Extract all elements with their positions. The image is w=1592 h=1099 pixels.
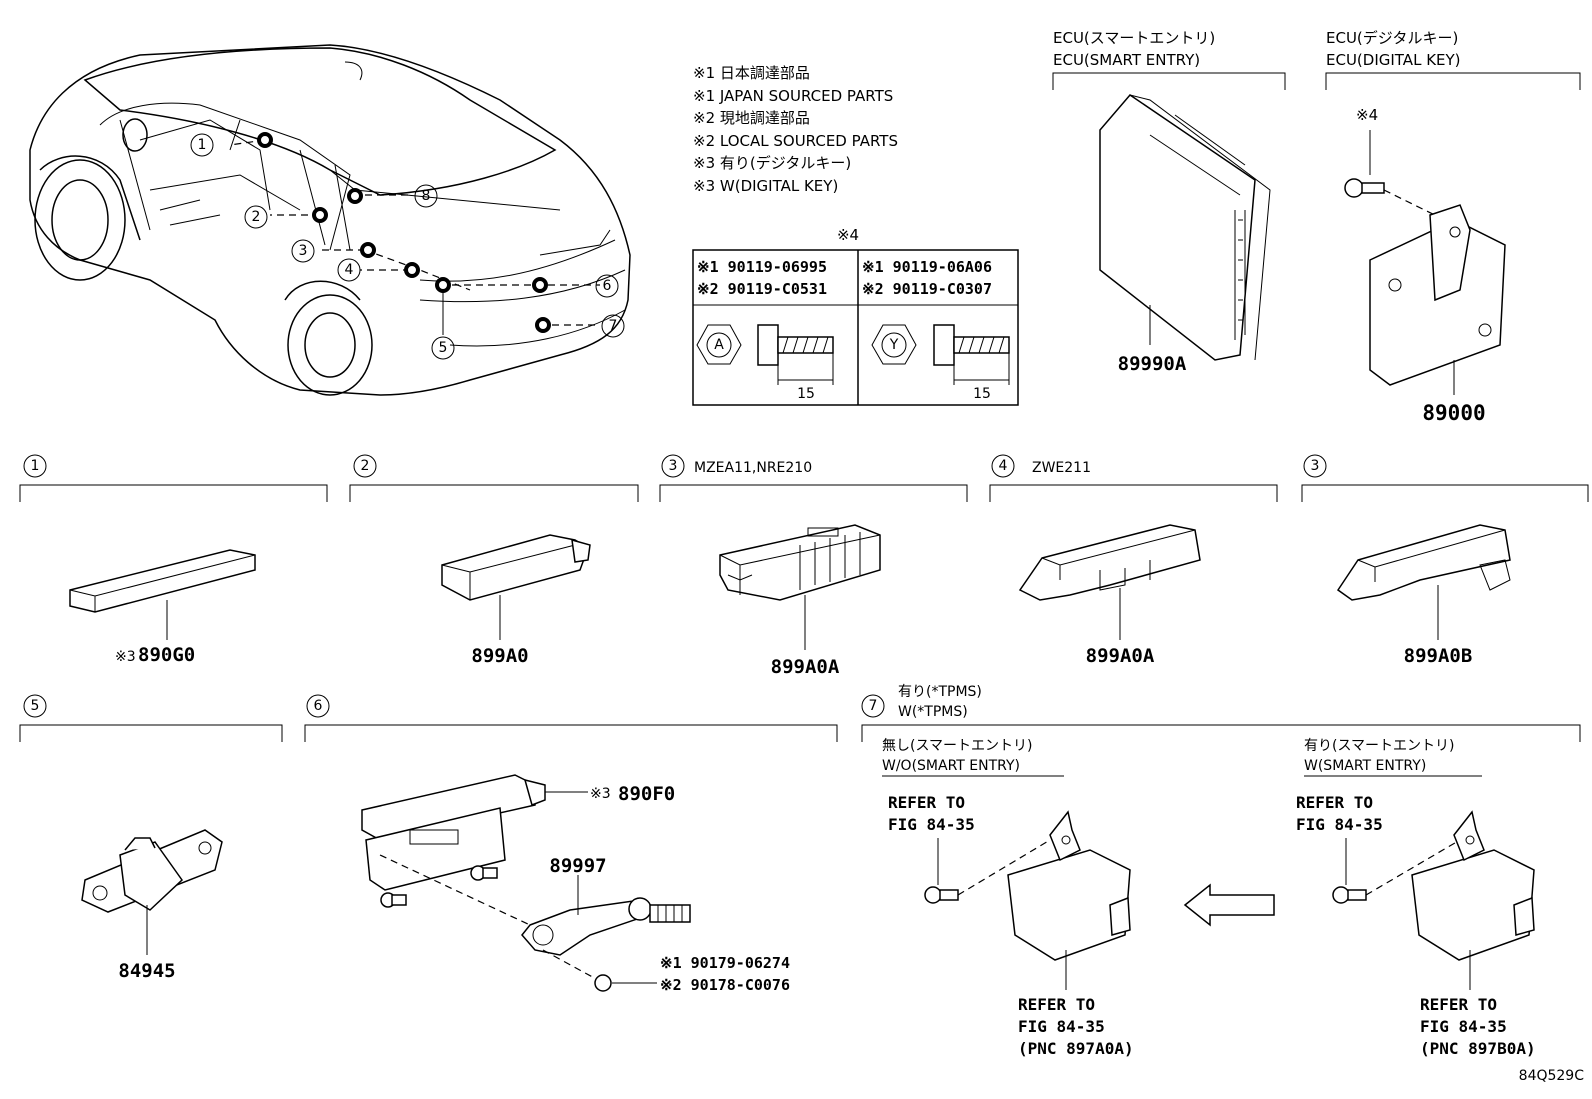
svg-text:REFER TO: REFER TO (1296, 793, 1373, 812)
part-number: 89000 (1422, 401, 1485, 425)
car-illustration: 1 2 3 4 5 6 7 8 (29, 44, 631, 396)
svg-text:FIG 84-35: FIG 84-35 (1018, 1017, 1105, 1036)
note-line: ※2 LOCAL SOURCED PARTS (693, 132, 898, 150)
section-7-tpms: 7 有り(*TPMS) W(*TPMS) 無し(スマートエントリ) W/O(SM… (861, 684, 1581, 1058)
svg-text:4: 4 (999, 458, 1008, 474)
arrow-left-icon (1183, 883, 1275, 927)
part-number: 899A0 (471, 645, 528, 667)
svg-text:FIG 84-35: FIG 84-35 (1420, 1017, 1507, 1036)
svg-text:A: A (714, 337, 724, 353)
row2-section-2: 2 899A0 (349, 454, 639, 667)
svg-text:※3: ※3 (115, 649, 136, 665)
row2-section-5: 3 899A0B (1301, 454, 1589, 667)
svg-text:※2 90178-C0076: ※2 90178-C0076 (660, 976, 790, 994)
svg-text:2: 2 (252, 209, 261, 225)
section-6-bracket: 6 ※3 890F0 89997 ※1 90179-06274 ※2 90178… (304, 694, 838, 994)
svg-text:※2 90119-C0307: ※2 90119-C0307 (862, 280, 992, 298)
svg-text:REFER TO: REFER TO (1420, 995, 1497, 1014)
svg-text:無し(スマートエントリ): 無し(スマートエントリ) (882, 738, 1033, 754)
note-line: ※3 有り(デジタルキー) (693, 154, 851, 172)
callout-1: 1 (190, 133, 214, 157)
svg-text:ZWE211: ZWE211 (1032, 460, 1091, 476)
svg-text:※1 90119-06A06: ※1 90119-06A06 (862, 258, 992, 276)
svg-text:ECU(DIGITAL KEY): ECU(DIGITAL KEY) (1326, 51, 1461, 69)
svg-text:※2 90119-C0531: ※2 90119-C0531 (697, 280, 827, 298)
svg-text:1: 1 (31, 458, 40, 474)
svg-text:W(*TPMS): W(*TPMS) (898, 704, 968, 720)
figure-code: 84Q529C (1519, 1068, 1585, 1084)
svg-text:6: 6 (314, 698, 323, 714)
svg-text:5: 5 (31, 698, 40, 714)
svg-text:REFER TO: REFER TO (1018, 995, 1095, 1014)
svg-text:ECU(デジタルキー): ECU(デジタルキー) (1326, 29, 1458, 47)
legend-notes: ※1 日本調達部品 ※1 JAPAN SOURCED PARTS ※2 現地調達… (693, 64, 898, 195)
svg-text:※1 90179-06274: ※1 90179-06274 (660, 954, 790, 972)
callout-8: 8 (414, 184, 438, 208)
svg-text:FIG 84-35: FIG 84-35 (888, 815, 975, 834)
svg-text:有り(*TPMS): 有り(*TPMS) (898, 684, 982, 700)
note-line: ※1 JAPAN SOURCED PARTS (693, 87, 893, 105)
bolt-table: ※4 ※1 90119-06995 ※2 90119-C0531 ※1 9011… (692, 226, 1019, 406)
svg-text:7: 7 (869, 698, 878, 714)
part-number: 899A0B (1404, 645, 1473, 667)
ecu-smart-entry: ECU(スマートエントリ) ECU(SMART ENTRY) 89990A (1052, 29, 1286, 375)
svg-text:ECU(スマートエントリ): ECU(スマートエントリ) (1053, 29, 1215, 47)
part-number: 899A0A (771, 656, 840, 678)
part-number: 89990A (1118, 353, 1187, 375)
section-5-camera: 5 84945 (19, 694, 283, 982)
callout-6: 6 (595, 274, 619, 298)
row2-section-1: 1 ※3 890G0 (19, 454, 328, 666)
part-number: 84945 (118, 960, 175, 982)
row2-section-3: 3 MZEA11,NRE210 899A0A (659, 454, 968, 678)
svg-text:MZEA11,NRE210: MZEA11,NRE210 (694, 460, 812, 476)
svg-text:W(SMART ENTRY): W(SMART ENTRY) (1304, 758, 1426, 774)
svg-text:4: 4 (345, 262, 354, 278)
svg-text:FIG 84-35: FIG 84-35 (1296, 815, 1383, 834)
ecu-digital-key: ECU(デジタルキー) ECU(DIGITAL KEY) ※4 89000 (1325, 29, 1581, 425)
callout-4: 4 (337, 258, 361, 282)
svg-text:15: 15 (973, 386, 991, 402)
svg-text:3: 3 (1311, 458, 1320, 474)
svg-text:15: 15 (797, 386, 815, 402)
svg-text:W/O(SMART ENTRY): W/O(SMART ENTRY) (882, 758, 1020, 774)
svg-text:5: 5 (439, 340, 448, 356)
svg-text:ECU(SMART ENTRY): ECU(SMART ENTRY) (1053, 51, 1200, 69)
svg-text:※3: ※3 (590, 786, 611, 802)
part-number: 890G0 (138, 644, 195, 666)
callout-5: 5 (431, 336, 455, 360)
note-line: ※3 W(DIGITAL KEY) (693, 177, 838, 195)
svg-text:6: 6 (603, 278, 612, 294)
row2-section-4: 4 ZWE211 899A0A (989, 454, 1278, 667)
svg-text:※4: ※4 (837, 226, 859, 244)
svg-text:REFER TO: REFER TO (888, 793, 965, 812)
svg-text:3: 3 (669, 458, 678, 474)
callout-7: 7 (601, 314, 625, 338)
callout-3: 3 (291, 239, 315, 263)
part-number: 89997 (549, 855, 606, 877)
part-number: 899A0A (1086, 645, 1155, 667)
svg-text:(PNC 897A0A): (PNC 897A0A) (1018, 1039, 1134, 1058)
svg-text:7: 7 (609, 318, 618, 334)
svg-text:Y: Y (889, 337, 899, 353)
note-line: ※2 現地調達部品 (693, 109, 810, 127)
svg-text:※1 90119-06995: ※1 90119-06995 (697, 258, 827, 276)
svg-text:※4: ※4 (1356, 106, 1378, 124)
svg-text:2: 2 (361, 458, 370, 474)
svg-text:(PNC 897B0A): (PNC 897B0A) (1420, 1039, 1536, 1058)
svg-text:3: 3 (299, 243, 308, 259)
part-number: 890F0 (618, 783, 675, 805)
svg-text:8: 8 (422, 188, 431, 204)
svg-text:有り(スマートエントリ): 有り(スマートエントリ) (1304, 738, 1455, 754)
callout-2: 2 (244, 205, 268, 229)
note-line: ※1 日本調達部品 (693, 64, 810, 82)
svg-text:1: 1 (198, 137, 207, 153)
